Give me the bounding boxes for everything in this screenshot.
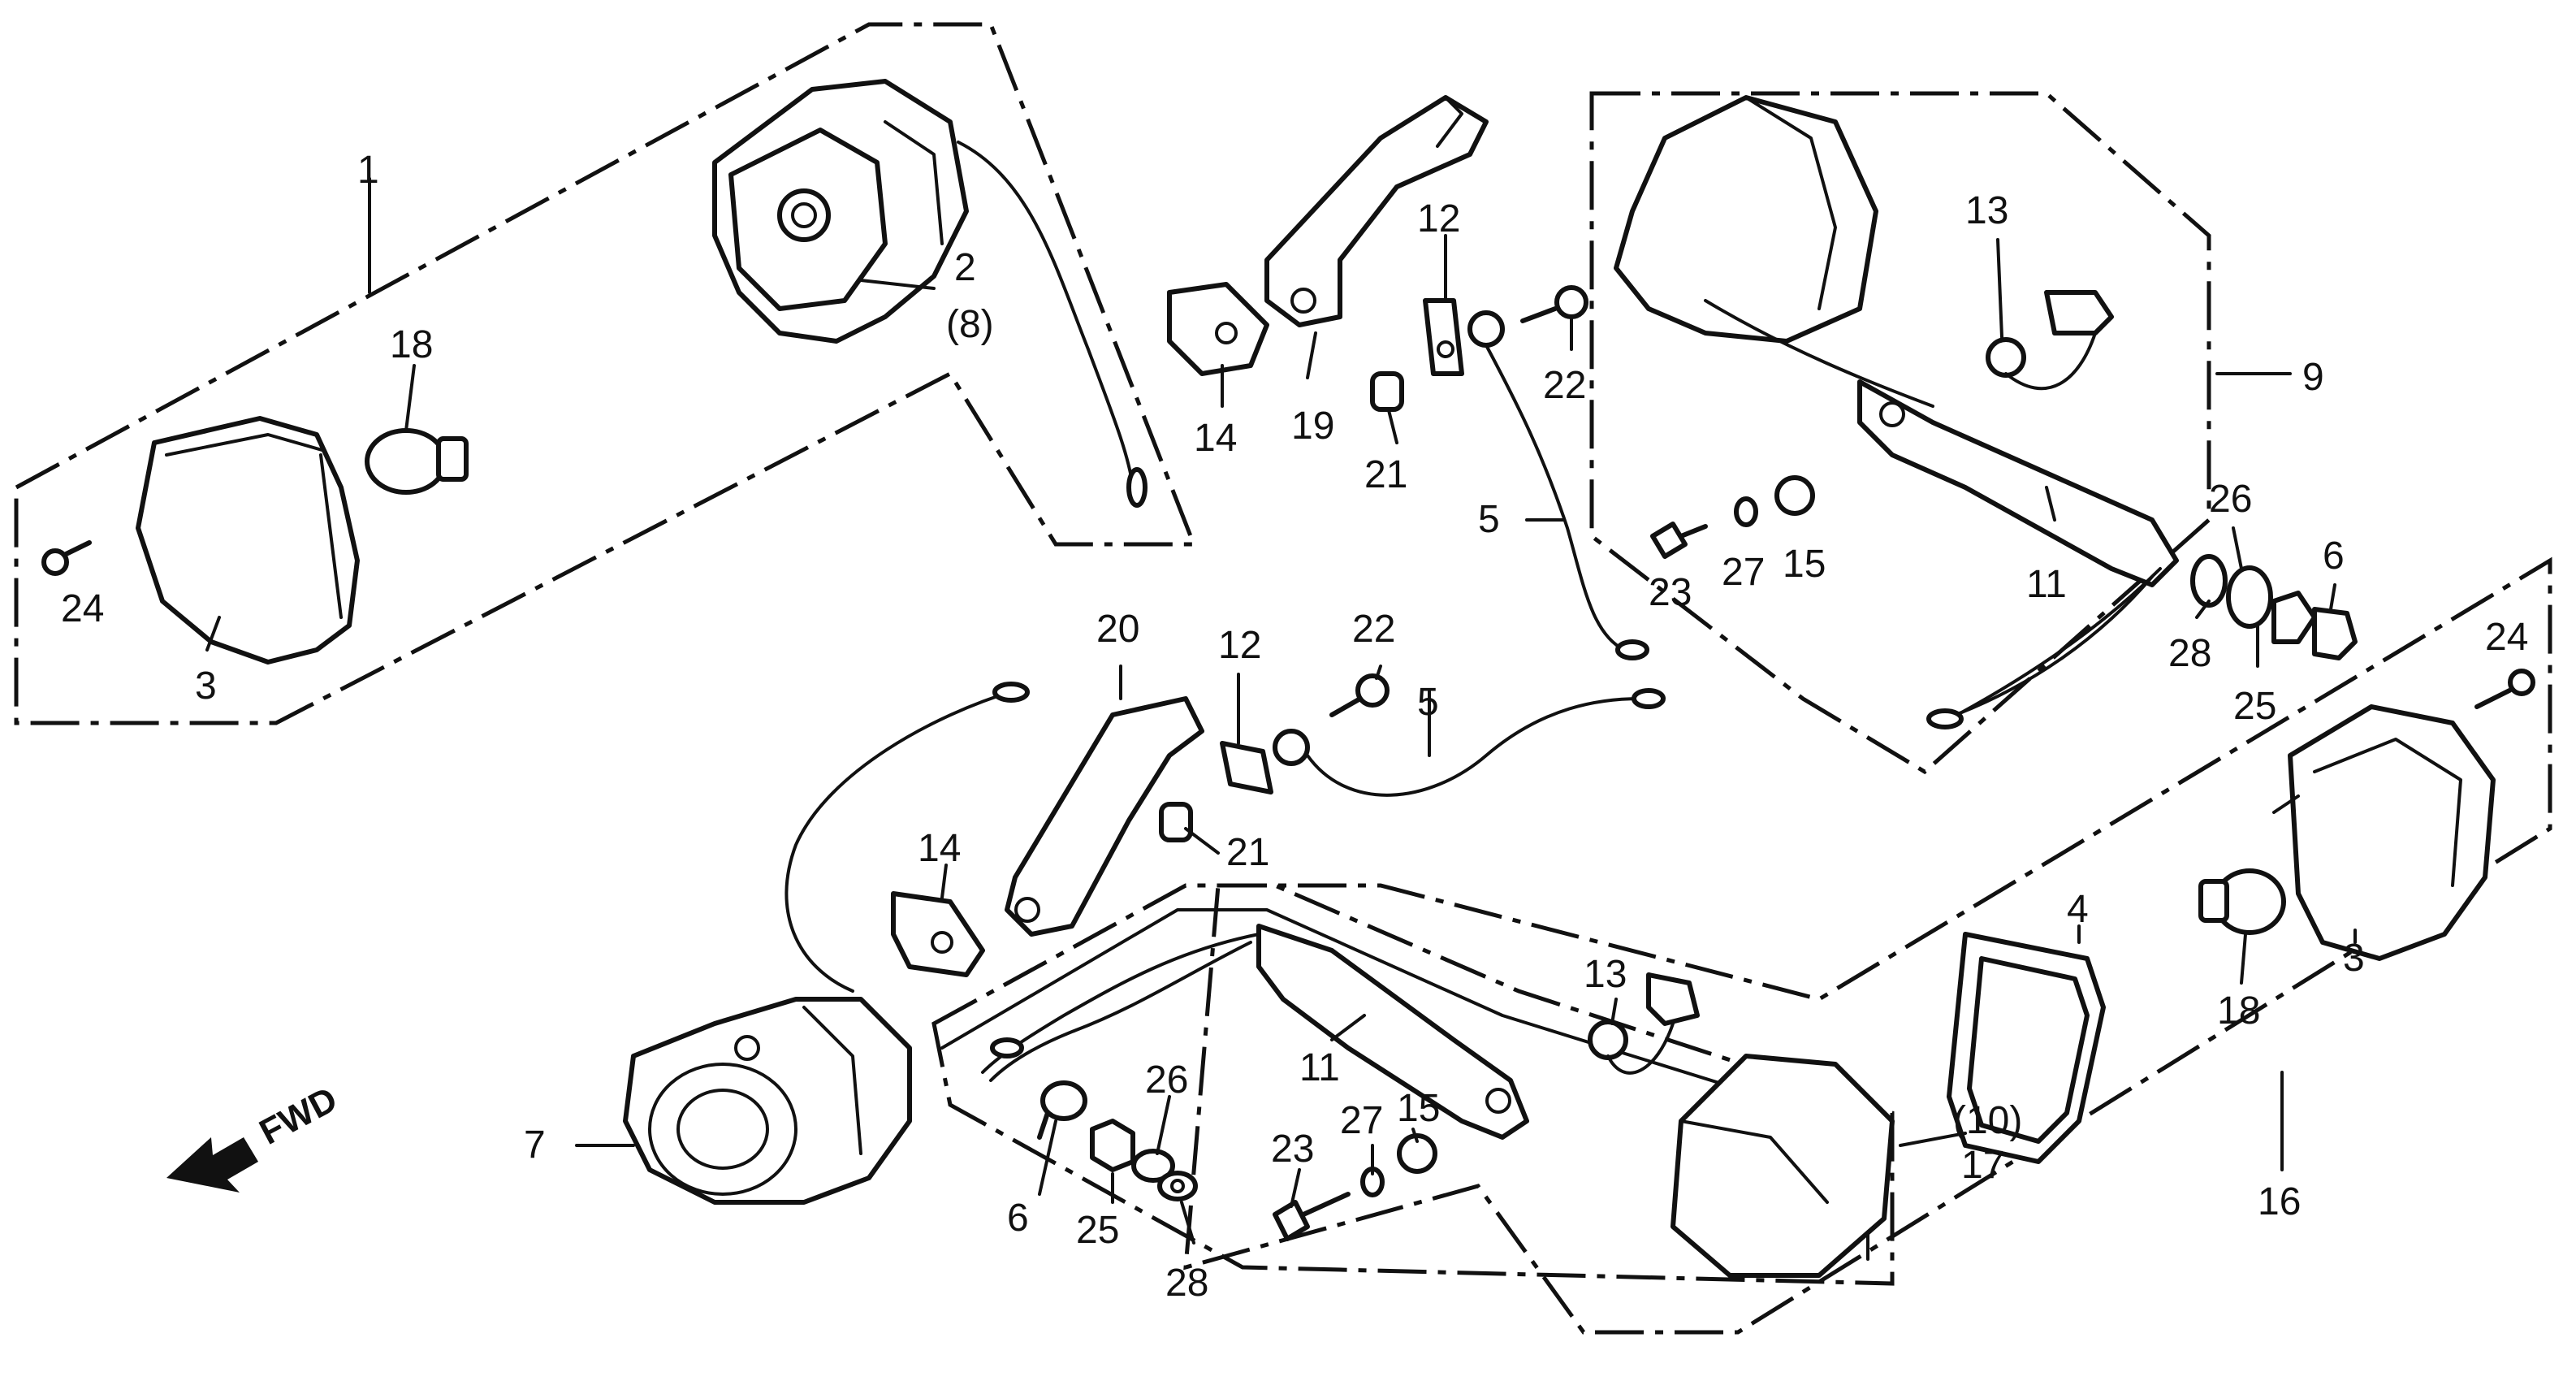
callout-3-upper: 3 bbox=[195, 665, 217, 708]
fwd-label: FWD bbox=[253, 1080, 344, 1153]
callout-11-upper: 11 bbox=[2026, 563, 2067, 606]
screw-24-rear bbox=[2474, 669, 2535, 709]
callout-7: 7 bbox=[524, 1123, 546, 1167]
callout-3-lower: 3 bbox=[2343, 937, 2365, 980]
assembly-outline-front-right bbox=[1183, 556, 2552, 1335]
plate-13-lower bbox=[1588, 972, 1700, 1075]
callout-15-lower: 15 bbox=[1397, 1087, 1440, 1130]
callout-28-upper: 28 bbox=[2168, 632, 2211, 675]
wire-front bbox=[957, 141, 1148, 508]
bolt-23-lower bbox=[1273, 1192, 1351, 1241]
forward-direction-indicator: FWD bbox=[166, 1080, 344, 1193]
callout-5-lower: 5 bbox=[1417, 681, 1439, 724]
callout-4: 4 bbox=[2067, 888, 2089, 931]
callout-15-upper: 15 bbox=[1783, 543, 1826, 586]
callout-18-upper: 18 bbox=[390, 323, 433, 366]
collar-15-upper bbox=[1774, 475, 1815, 516]
winker-housing-front bbox=[712, 79, 969, 344]
callout-labels: 1 2 (8) 18 24 3 14 19 12 21 22 5 13 9 23… bbox=[61, 149, 2528, 1305]
stay-11-lower bbox=[1256, 924, 1529, 1140]
callout-27-lower: 27 bbox=[1340, 1099, 1383, 1142]
leader-lines bbox=[205, 177, 2357, 1245]
bulb-front bbox=[365, 428, 469, 495]
assembly-outline-front-left bbox=[14, 22, 1197, 725]
callout-23-lower: 23 bbox=[1271, 1128, 1314, 1171]
callout-27-upper: 27 bbox=[1722, 551, 1765, 594]
callout-20: 20 bbox=[1096, 608, 1139, 651]
ground-wire-5-upper bbox=[1467, 310, 1649, 660]
stay-11-upper bbox=[1857, 379, 2179, 587]
bracket-20 bbox=[1005, 696, 1204, 937]
winker-housing-rear-left bbox=[1671, 1054, 1895, 1278]
callout-18-lower: 18 bbox=[2217, 989, 2260, 1033]
washer-27-upper bbox=[1734, 496, 1758, 527]
callout-21-lower: 21 bbox=[1226, 831, 1269, 874]
bulb-rear bbox=[2198, 868, 2286, 935]
winker-wires-upper bbox=[1704, 299, 2162, 729]
callout-19: 19 bbox=[1291, 405, 1334, 448]
callout-12-lower: 12 bbox=[1218, 624, 1261, 667]
callout-2: 2 bbox=[954, 246, 976, 289]
washer-28-lower bbox=[1157, 1171, 1198, 1201]
rubber-mount-14-upper bbox=[1167, 282, 1269, 376]
plate-12-upper bbox=[1423, 298, 1464, 376]
collar-21-upper bbox=[1370, 371, 1404, 412]
callout-1: 1 bbox=[357, 149, 379, 192]
callout-12-upper: 12 bbox=[1417, 197, 1460, 240]
winker-lens-front bbox=[136, 416, 360, 665]
callout-28-lower: 28 bbox=[1165, 1262, 1208, 1305]
bracket-19 bbox=[1264, 95, 1489, 327]
callout-26-upper: 26 bbox=[2209, 478, 2252, 521]
winker-lens-rear-left bbox=[623, 997, 912, 1205]
nut-washer-stack-upper bbox=[2190, 554, 2358, 660]
callout-13-lower: 13 bbox=[1584, 953, 1627, 996]
callout-26-lower: 26 bbox=[1145, 1058, 1188, 1102]
clamp-6-lower bbox=[1037, 1080, 1087, 1140]
callout-24-lower: 24 bbox=[2485, 616, 2528, 659]
bolt-23-upper bbox=[1650, 522, 1708, 559]
lens-gasket-4 bbox=[1947, 932, 2106, 1164]
screw-22-upper bbox=[1520, 285, 1588, 323]
callout-14-lower: 14 bbox=[918, 827, 961, 870]
winker-housing-rear bbox=[2272, 704, 2496, 961]
callout-8: (8) bbox=[946, 303, 994, 346]
nut-25-lower bbox=[1090, 1119, 1135, 1172]
callout-6-lower: 6 bbox=[1007, 1197, 1029, 1240]
callout-14-upper: 14 bbox=[1194, 417, 1237, 460]
winker-housing-rear-right bbox=[1614, 95, 1878, 344]
callout-16: 16 bbox=[2258, 1180, 2301, 1223]
washer-26-lower bbox=[1131, 1149, 1175, 1183]
callout-22-upper: 22 bbox=[1543, 364, 1586, 407]
callout-17: 17 bbox=[1961, 1144, 2004, 1187]
callout-6-upper: 6 bbox=[2323, 535, 2345, 578]
plate-12-lower bbox=[1220, 741, 1273, 794]
callout-9: 9 bbox=[2302, 356, 2324, 399]
collar-21-lower bbox=[1159, 802, 1193, 842]
screw-22-lower bbox=[1329, 673, 1390, 717]
ground-wire-5-lower bbox=[1273, 688, 1666, 797]
callout-10: (10) bbox=[1953, 1099, 2022, 1142]
rubber-mount-14-lower bbox=[891, 891, 985, 977]
callout-22-lower: 22 bbox=[1352, 608, 1395, 651]
collar-15-lower bbox=[1397, 1133, 1437, 1174]
screw-24-front bbox=[41, 540, 92, 576]
fwd-arrow-icon bbox=[166, 1137, 258, 1193]
callout-23-upper: 23 bbox=[1649, 571, 1692, 614]
callout-5-upper: 5 bbox=[1478, 498, 1500, 541]
callout-25-lower: 25 bbox=[1076, 1209, 1119, 1252]
winker-wires-lower bbox=[981, 933, 1260, 1082]
wire-rear-left bbox=[784, 682, 1030, 993]
plate-13-upper bbox=[1986, 290, 2114, 391]
callout-11-lower: 11 bbox=[1299, 1046, 1340, 1089]
callout-13-upper: 13 bbox=[1965, 189, 2008, 232]
callout-25-upper: 25 bbox=[2233, 685, 2276, 728]
callout-21-upper: 21 bbox=[1364, 453, 1407, 496]
callout-24-upper: 24 bbox=[61, 587, 104, 630]
